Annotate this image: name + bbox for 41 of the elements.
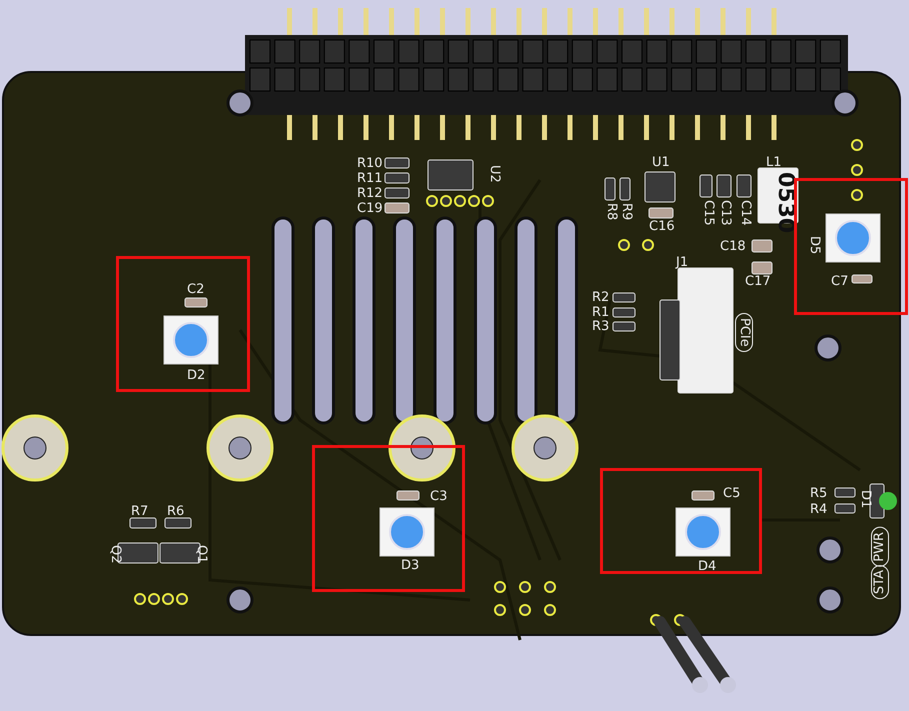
component-label: R12 [357,187,383,201]
component-label: Q1 [194,545,208,564]
component-label: R9 [619,203,633,220]
highlight-frame [116,256,250,392]
component-label: C15 [701,200,715,226]
component-label: R5 [810,487,828,501]
component-label: PCIe [735,313,753,352]
component-label: C19 [357,202,383,216]
component-label: R1 [592,306,610,320]
component-label: R8 [604,203,618,220]
highlight-frame [312,445,465,592]
component-label: J1 [676,256,688,270]
component-label: C16 [649,220,675,234]
component-label: R2 [592,291,610,305]
component-label: D3 [401,559,420,573]
component-label: D2 [187,369,206,383]
component-label: STA [871,565,889,600]
highlight-frame [600,468,762,574]
component-label: D1 [858,490,872,508]
component-label: L1 [766,156,782,170]
component-label: U2 [487,165,501,183]
component-label: R6 [167,505,184,519]
component-label: C17 [745,275,771,289]
component-label: PWR [871,527,889,567]
component-label: C18 [720,240,746,254]
component-label: U1 [652,156,670,170]
component-label: C2 [187,283,204,297]
component-label: C7 [831,275,848,289]
component-label: C3 [430,490,448,504]
component-label: R3 [592,320,610,334]
component-label: C5 [723,487,740,501]
component-label: D4 [698,560,716,574]
component-label: Q2 [108,545,122,564]
highlight-frame [794,178,908,315]
component-label: R4 [810,503,828,517]
component-label: R10 [357,157,383,171]
component-label: R11 [357,172,383,186]
component-label: R7 [131,505,148,519]
component-label: D5 [807,236,821,254]
component-label: C13 [718,200,732,226]
component-label: C14 [738,200,752,226]
